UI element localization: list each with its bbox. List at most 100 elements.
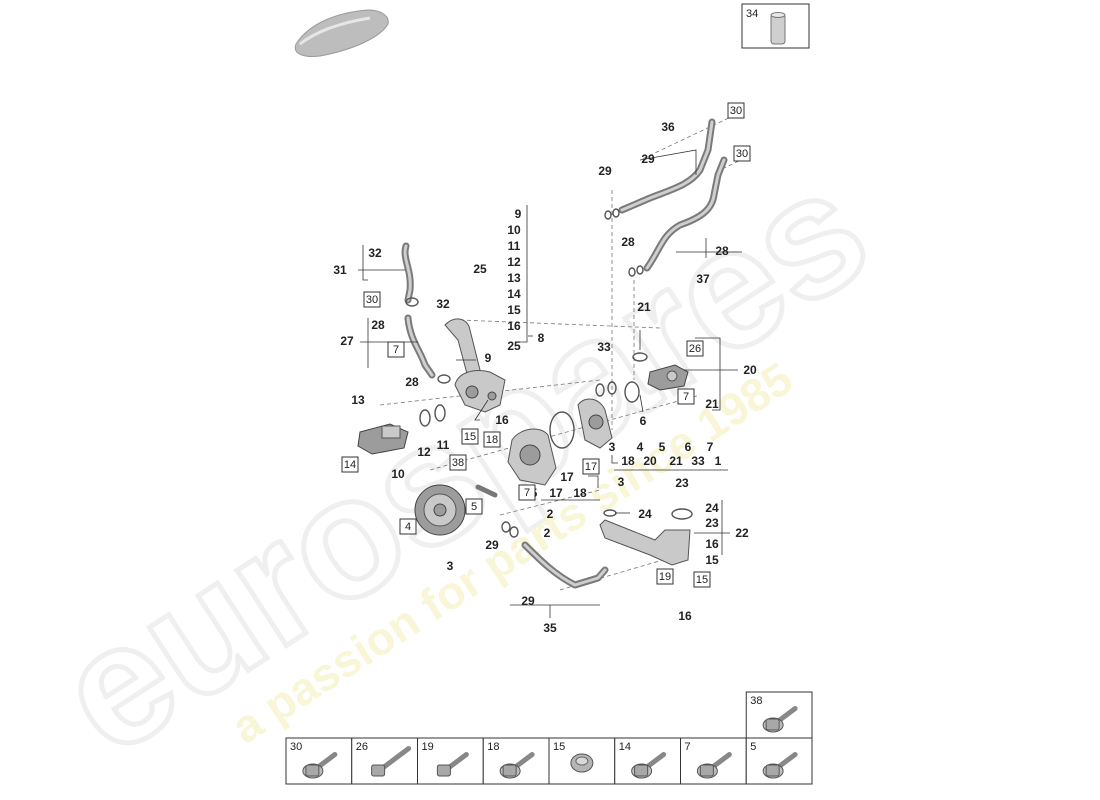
hardware-cell-label: 38 bbox=[750, 695, 762, 707]
callout-3[interactable]: 3 bbox=[618, 475, 625, 489]
callout-30[interactable]: 30 bbox=[366, 294, 378, 306]
callout-12[interactable]: 12 bbox=[507, 255, 521, 269]
hardware-cell-label: 7 bbox=[685, 741, 691, 753]
callout-36[interactable]: 36 bbox=[661, 120, 675, 134]
callout-2[interactable]: 2 bbox=[547, 507, 554, 521]
callout-20[interactable]: 20 bbox=[743, 363, 757, 377]
callout-16[interactable]: 16 bbox=[678, 609, 692, 623]
callout-35[interactable]: 35 bbox=[543, 621, 557, 635]
callout-27[interactable]: 27 bbox=[340, 334, 354, 348]
callout-16[interactable]: 16 bbox=[495, 413, 509, 427]
callout-15[interactable]: 15 bbox=[507, 303, 521, 317]
callout-12[interactable]: 12 bbox=[417, 445, 431, 459]
hardware-cell-26[interactable]: 26 bbox=[351, 737, 418, 785]
callout-38[interactable]: 38 bbox=[452, 457, 464, 469]
callout-15[interactable]: 15 bbox=[464, 431, 476, 443]
callout-5[interactable]: 5 bbox=[471, 501, 477, 513]
hardware-cell-label: 5 bbox=[750, 741, 756, 753]
callout-5[interactable]: 5 bbox=[659, 440, 666, 454]
callout-9[interactable]: 9 bbox=[485, 351, 492, 365]
callout-18[interactable]: 18 bbox=[621, 454, 635, 468]
hardware-cell-5[interactable]: 5 bbox=[745, 737, 813, 785]
callout-box bbox=[387, 341, 405, 358]
callout-29[interactable]: 29 bbox=[641, 152, 655, 166]
callout-17[interactable]: 17 bbox=[549, 486, 563, 500]
callout-26[interactable]: 26 bbox=[689, 343, 701, 355]
callout-37[interactable]: 37 bbox=[696, 272, 710, 286]
callout-8[interactable]: 8 bbox=[538, 331, 545, 345]
hardware-cell-18[interactable]: 18 bbox=[482, 737, 550, 785]
callout-10[interactable]: 10 bbox=[507, 223, 521, 237]
callout-30[interactable]: 30 bbox=[736, 148, 748, 160]
callout-20[interactable]: 20 bbox=[643, 454, 657, 468]
callout-17[interactable]: 17 bbox=[560, 470, 574, 484]
callout-4[interactable]: 4 bbox=[405, 521, 411, 533]
callout-14[interactable]: 14 bbox=[507, 287, 521, 301]
callout-25[interactable]: 25 bbox=[507, 339, 521, 353]
callout-23[interactable]: 23 bbox=[705, 516, 719, 530]
callout-32[interactable]: 32 bbox=[368, 246, 382, 260]
callout-25[interactable]: 25 bbox=[473, 262, 487, 276]
callout-22[interactable]: 22 bbox=[735, 526, 749, 540]
pin-4 bbox=[475, 484, 498, 498]
callout-28[interactable]: 28 bbox=[621, 235, 635, 249]
callout-13[interactable]: 13 bbox=[351, 393, 365, 407]
callout-19[interactable]: 19 bbox=[659, 571, 671, 583]
callout-21[interactable]: 21 bbox=[705, 397, 719, 411]
callout-7[interactable]: 7 bbox=[683, 391, 689, 403]
callout-3[interactable]: 3 bbox=[447, 559, 454, 573]
hardware-cell-30[interactable]: 30 bbox=[285, 737, 353, 785]
callout-16[interactable]: 16 bbox=[507, 319, 521, 333]
callout-29[interactable]: 29 bbox=[521, 594, 535, 608]
callout-28[interactable]: 28 bbox=[371, 318, 385, 332]
hardware-cell-label: 18 bbox=[487, 741, 499, 753]
thermostat-housing bbox=[454, 370, 506, 413]
callout-17[interactable]: 17 bbox=[585, 461, 597, 473]
hardware-cell-7[interactable]: 7 bbox=[680, 737, 747, 785]
callout-21[interactable]: 21 bbox=[637, 300, 651, 314]
callout-28[interactable]: 28 bbox=[405, 375, 419, 389]
hardware-cell-38[interactable]: 38 bbox=[745, 691, 813, 739]
hardware-cell-14[interactable]: 14 bbox=[614, 737, 681, 785]
callout-33[interactable]: 33 bbox=[691, 454, 705, 468]
callout-21[interactable]: 21 bbox=[669, 454, 683, 468]
callout-3[interactable]: 3 bbox=[609, 440, 616, 454]
callout-30[interactable]: 30 bbox=[730, 105, 742, 117]
callout-10[interactable]: 10 bbox=[391, 467, 405, 481]
callout-32[interactable]: 32 bbox=[436, 297, 450, 311]
callout-16[interactable]: 16 bbox=[705, 537, 719, 551]
water-pump-housing bbox=[507, 428, 557, 486]
callout-1[interactable]: 1 bbox=[715, 454, 722, 468]
callout-7[interactable]: 7 bbox=[524, 487, 530, 499]
callout-29[interactable]: 29 bbox=[485, 538, 499, 552]
callout-11[interactable]: 11 bbox=[508, 239, 521, 253]
callout-24[interactable]: 24 bbox=[705, 501, 719, 515]
callout-labels: 3629303029282837910111213141516258313230… bbox=[333, 102, 757, 635]
callout-31[interactable]: 31 bbox=[333, 263, 347, 277]
callout-box bbox=[341, 456, 359, 473]
hardware-cell-15[interactable]: 15 bbox=[548, 737, 616, 785]
callout-13[interactable]: 13 bbox=[507, 271, 521, 285]
callout-15[interactable]: 15 bbox=[696, 574, 708, 586]
callout-29[interactable]: 29 bbox=[598, 164, 612, 178]
hardware-cell-label: 30 bbox=[290, 741, 302, 753]
callout-33[interactable]: 33 bbox=[597, 340, 611, 354]
callout-23[interactable]: 23 bbox=[675, 476, 689, 490]
callout-7[interactable]: 7 bbox=[393, 344, 399, 356]
hose-27 bbox=[404, 314, 436, 379]
callout-11[interactable]: 11 bbox=[437, 438, 450, 452]
callout-4[interactable]: 4 bbox=[637, 440, 644, 454]
callout-28[interactable]: 28 bbox=[715, 244, 729, 258]
callout-18[interactable]: 18 bbox=[486, 434, 498, 446]
hardware-cell-19[interactable]: 19 bbox=[417, 737, 484, 785]
part-34-box[interactable]: 34 bbox=[741, 3, 810, 49]
callout-6[interactable]: 6 bbox=[640, 414, 647, 428]
callout-9[interactable]: 9 bbox=[515, 207, 522, 221]
callout-6[interactable]: 6 bbox=[685, 440, 692, 454]
callout-14[interactable]: 14 bbox=[344, 459, 356, 471]
callout-24[interactable]: 24 bbox=[638, 507, 652, 521]
callout-15[interactable]: 15 bbox=[705, 553, 719, 567]
callout-2[interactable]: 2 bbox=[544, 526, 551, 540]
callout-7[interactable]: 7 bbox=[707, 440, 714, 454]
callout-18[interactable]: 18 bbox=[573, 486, 587, 500]
